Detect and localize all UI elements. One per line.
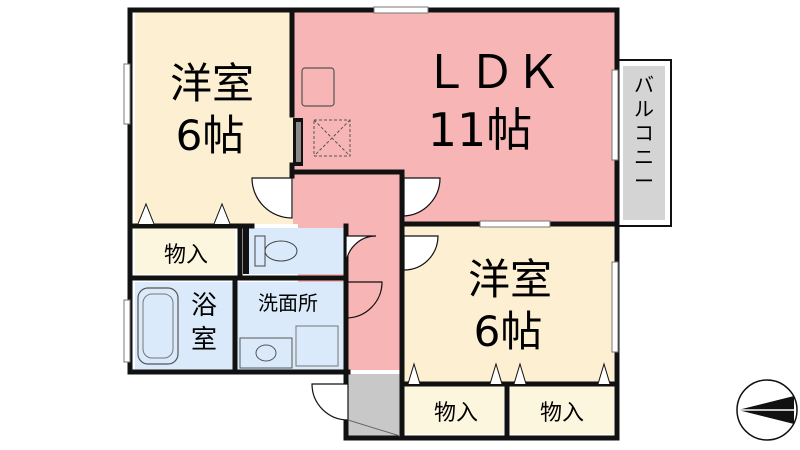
- bathtub-inner: [142, 293, 174, 359]
- balcony-label: バルコニー: [634, 73, 654, 193]
- kitchen-sink: [301, 67, 335, 107]
- washroom-label: 洗面所: [258, 291, 318, 315]
- entrance-line: [347, 419, 401, 437]
- wash-basin: [239, 337, 293, 369]
- north-arrow-icon: [736, 379, 798, 441]
- storage-b: [404, 386, 504, 434]
- pillar-a: [243, 228, 249, 274]
- ldk-size: 11帖: [428, 103, 533, 157]
- ldk-name: ＬＤＫ: [423, 45, 561, 99]
- pillar-b-inner: [296, 122, 301, 162]
- doors: [251, 177, 441, 421]
- storage-c: [510, 386, 614, 434]
- toilet-room: [248, 228, 344, 274]
- western-a-size: 6帖: [176, 111, 245, 160]
- western-a-name: 洋室: [170, 59, 254, 108]
- windows: [123, 6, 619, 363]
- storage-b-label: 物入: [434, 401, 478, 426]
- washer-space: [295, 325, 339, 367]
- western-b-name: 洋室: [468, 255, 552, 304]
- closet-doors: [137, 202, 611, 385]
- bath-room: [135, 282, 233, 370]
- storage-c-label: 物入: [540, 401, 584, 426]
- wash-basin-bowl: [255, 344, 277, 362]
- bathtub: [137, 287, 179, 365]
- storage-a: [135, 228, 235, 274]
- bath-label: 浴室: [191, 291, 217, 355]
- storage-a-label: 物入: [164, 243, 208, 268]
- fridge-space: [313, 119, 351, 157]
- room-western-b: [402, 224, 614, 386]
- toilet-bowl: [264, 240, 298, 262]
- balcony-inner: [623, 66, 665, 220]
- western-b-size: 6帖: [474, 307, 543, 356]
- fridge-x2: [313, 119, 351, 157]
- entrance-floor: [348, 374, 400, 436]
